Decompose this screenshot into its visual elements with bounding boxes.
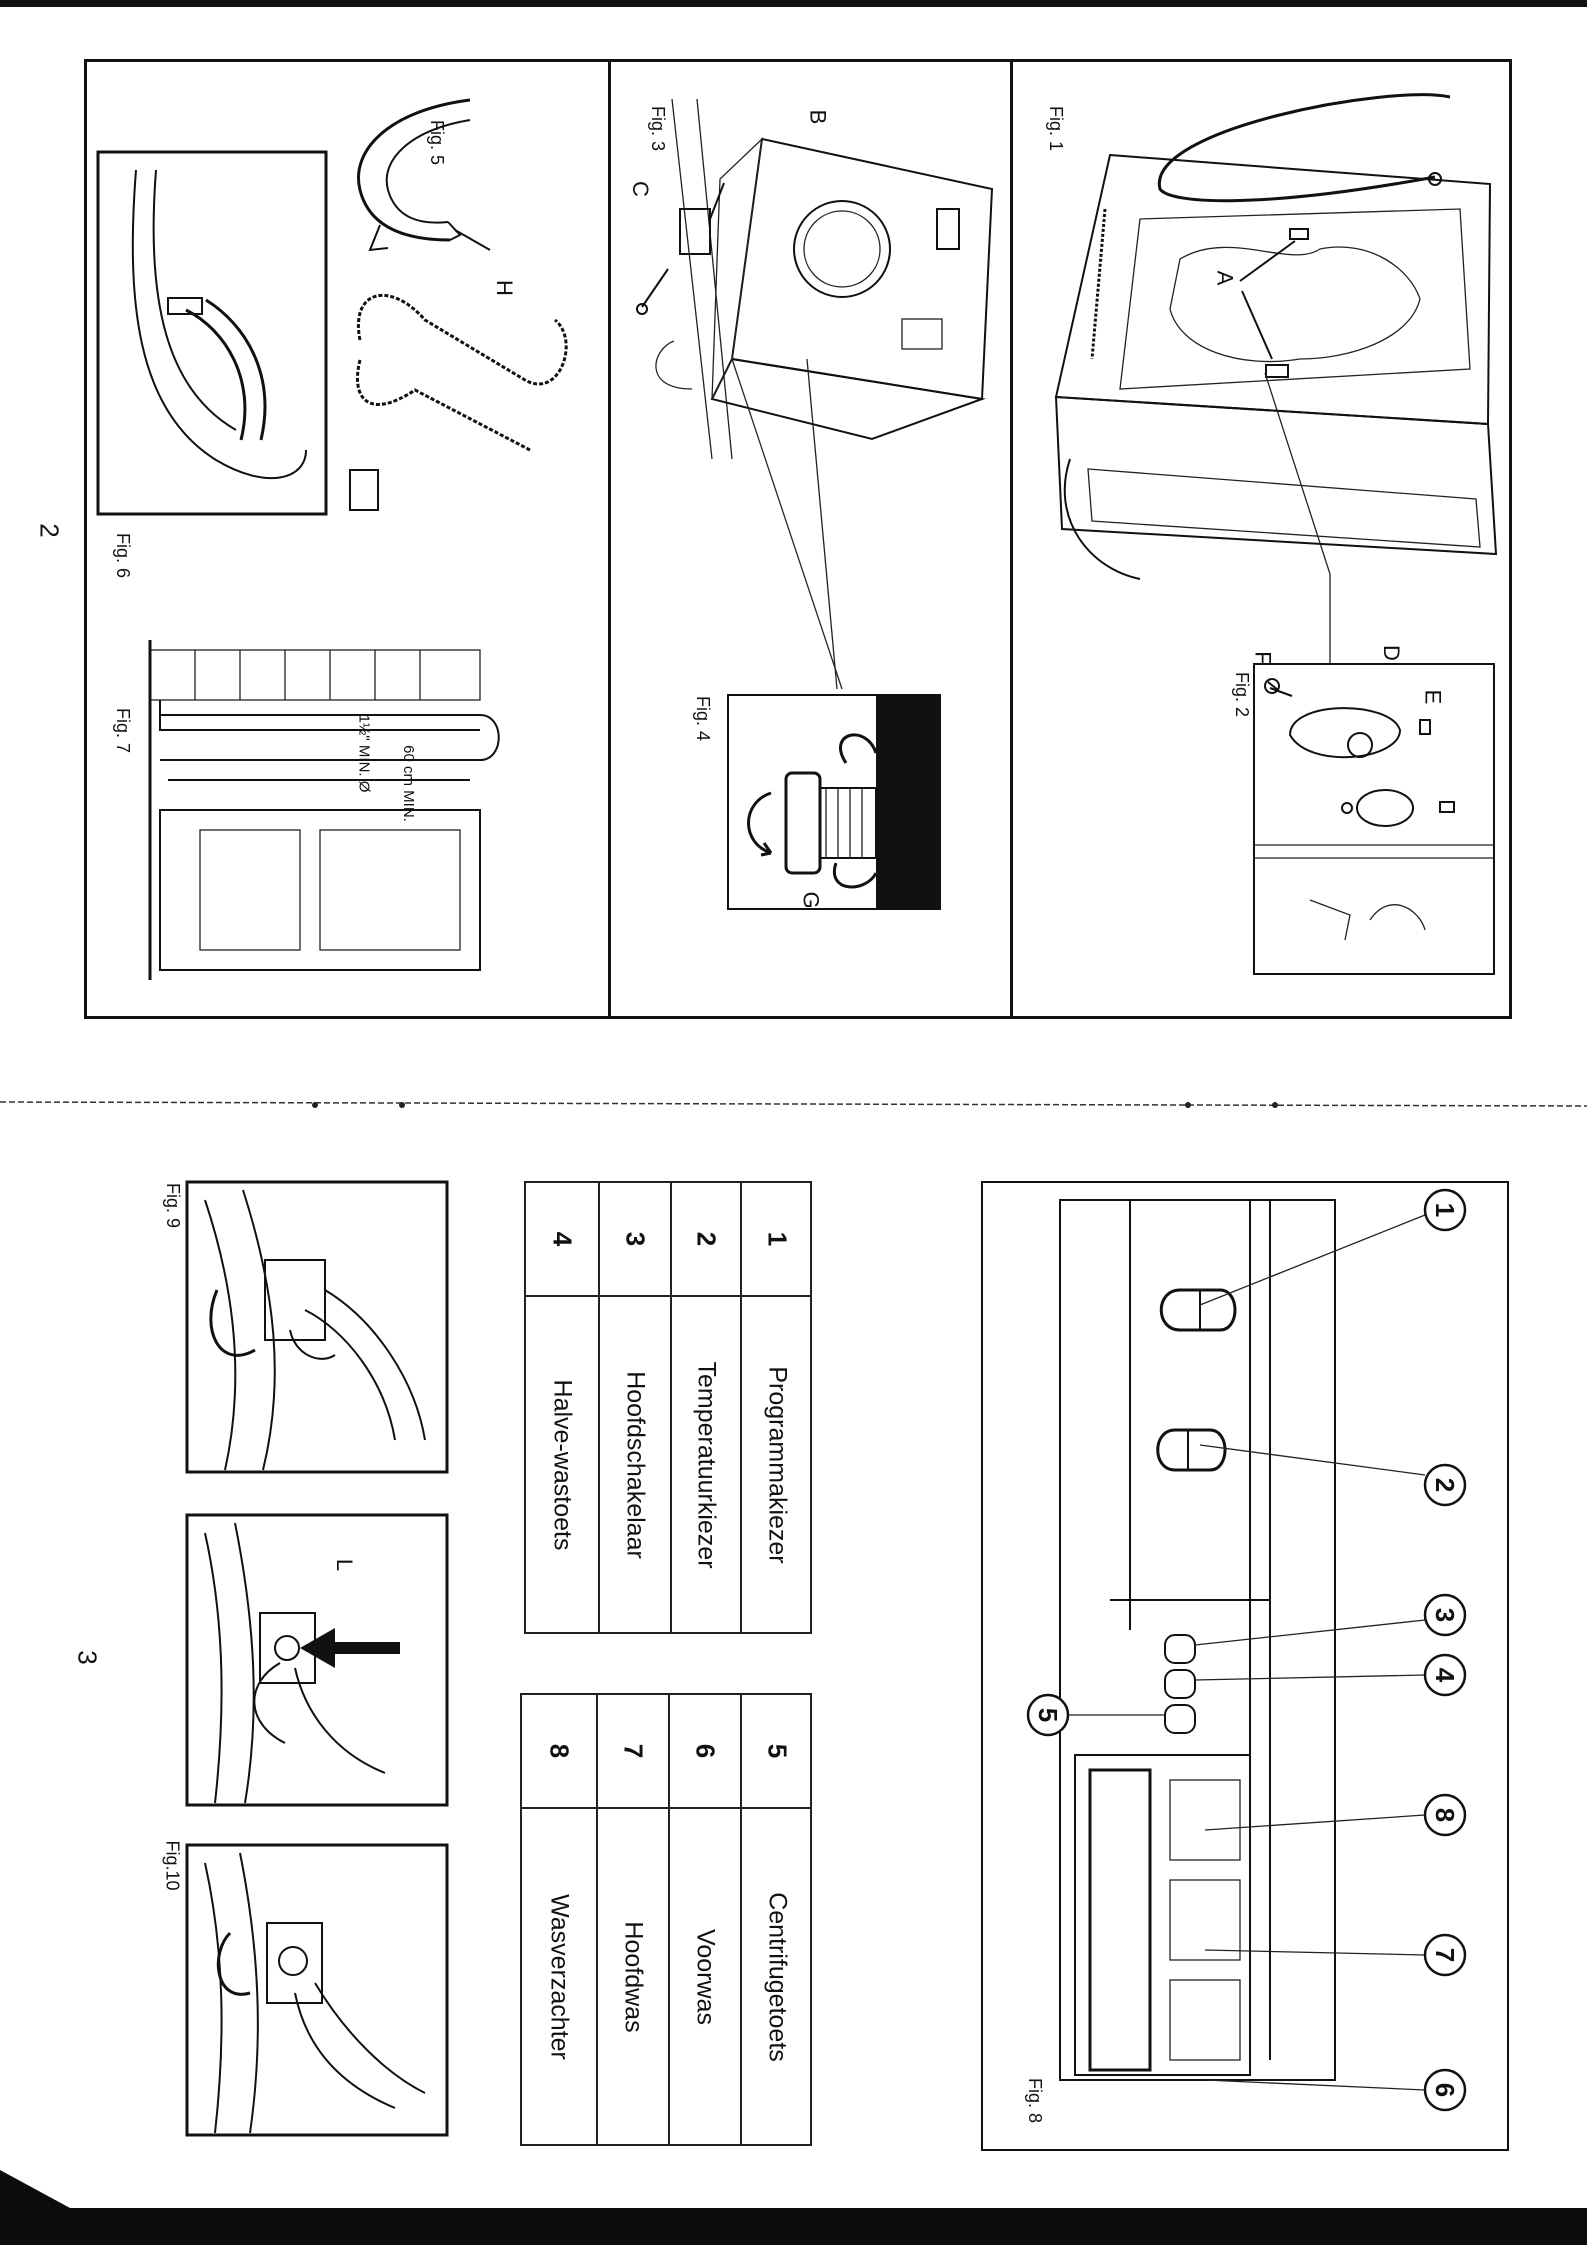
legend-num-cell: 6 [668, 1695, 740, 1807]
fig2-transit-plug-drawing [1250, 660, 1500, 980]
fig5-hose-bracket-drawing [330, 90, 600, 530]
legend-label-cell: Programmakiezer [740, 1295, 812, 1632]
part-letter-d: D [1378, 645, 1404, 661]
legend-num: 6 [690, 1744, 721, 1758]
legend-label-cell: Hoofdwas [596, 1807, 668, 2144]
legend-num-cell: 1 [740, 1183, 812, 1295]
part-letter-h: H [491, 280, 517, 296]
panel-divider-1 [608, 59, 611, 1019]
scan-bottom-edge [0, 2208, 1587, 2245]
legend-num: 7 [618, 1744, 649, 1758]
fig7-height-min: 60 cm MIN. [400, 745, 417, 822]
legend-label: Voorwas [691, 1929, 720, 2025]
legend-label-cell: Halve-wastoets [526, 1295, 598, 1632]
fig7-diameter-min: 1½" MIN. Ø [355, 715, 372, 793]
legend-num: 3 [620, 1232, 651, 1246]
legend-table-controls: 1 Programmakiezer 2 Temperatuurkiezer 3 … [524, 1181, 812, 1634]
part-letter-a: A [1211, 271, 1237, 286]
fig6-label: Fig. 6 [112, 533, 133, 578]
fig8-control-panel-drawing: 1 2 3 4 5 6 7 8 [980, 1180, 1510, 2150]
legend-num: 5 [762, 1744, 793, 1758]
legend-label: Temperatuurkiezer [692, 1361, 721, 1568]
fig-drawer-lever-drawing [185, 1513, 449, 1807]
legend-num-cell: 5 [740, 1695, 812, 1807]
legend-num: 4 [547, 1232, 578, 1246]
part-letter-b: B [804, 110, 830, 125]
legend-table-functions: 5 Centrifugetoets 6 Voorwas 7 Hoofdwas 8… [520, 1693, 812, 2146]
legend-label: Programmakiezer [763, 1366, 792, 1563]
fig9-label: Fig. 9 [162, 1183, 183, 1228]
fig4-label: Fig. 4 [692, 696, 713, 741]
legend-label-cell: Centrifugetoets [740, 1807, 812, 2144]
scan-corner-fold [0, 2170, 70, 2210]
fig6-sink-hook-drawing [96, 150, 328, 516]
legend-label-cell: Temperatuurkiezer [670, 1295, 740, 1632]
part-letter-c: C [627, 181, 653, 197]
legend-num: 2 [691, 1232, 722, 1246]
callout-4: 4 [1430, 1668, 1460, 1683]
callout-2: 2 [1430, 1478, 1460, 1492]
page-fold-line [0, 1098, 1587, 1112]
legend-num-cell: 2 [670, 1183, 740, 1295]
part-letter-g: G [798, 891, 824, 908]
fig2-label: Fig. 2 [1231, 672, 1252, 717]
legend-num-cell: 4 [526, 1183, 598, 1295]
legend-num: 1 [762, 1232, 793, 1246]
legend-label: Hoofdschakelaar [621, 1371, 650, 1559]
legend-label: Centrifugetoets [763, 1892, 792, 2062]
page-number-left: 2 [34, 523, 65, 537]
fig4-foot-adjust-drawing [726, 693, 942, 911]
legend-label: Hoofdwas [619, 1921, 648, 2032]
callout-8: 8 [1430, 1808, 1460, 1822]
fig9-drawer-removal-drawing [185, 1180, 449, 1474]
legend-label: Wasverzachter [545, 1894, 574, 2060]
fig7-label: Fig. 7 [112, 708, 133, 753]
legend-num: 8 [544, 1744, 575, 1758]
legend-label-cell: Voorwas [668, 1807, 740, 2144]
legend-label: Halve-wastoets [548, 1379, 577, 1550]
callout-1: 1 [1430, 1203, 1460, 1217]
page-number-right: 3 [72, 1650, 103, 1664]
legend-num-cell: 8 [522, 1695, 596, 1807]
part-letter-e: E [1419, 690, 1445, 705]
fig10-drawer-refit-drawing [185, 1843, 449, 2137]
callout-7: 7 [1430, 1948, 1460, 1962]
fig7-drain-height-drawing [140, 620, 500, 980]
legend-num-cell: 3 [598, 1183, 670, 1295]
legend-label-cell: Hoofdschakelaar [598, 1295, 670, 1632]
scan-top-edge [0, 0, 1587, 7]
callout-5: 5 [1033, 1708, 1063, 1722]
callout-3: 3 [1430, 1608, 1460, 1622]
legend-num-cell: 7 [596, 1695, 668, 1807]
fig10-label: Fig.10 [162, 1840, 183, 1890]
legend-label-cell: Wasverzachter [522, 1807, 596, 2144]
callout-6: 6 [1430, 2083, 1460, 2097]
fig8-label: Fig. 8 [1024, 2078, 1045, 2123]
part-letter-l: L [331, 1559, 357, 1571]
part-letter-f: F [1250, 651, 1276, 664]
